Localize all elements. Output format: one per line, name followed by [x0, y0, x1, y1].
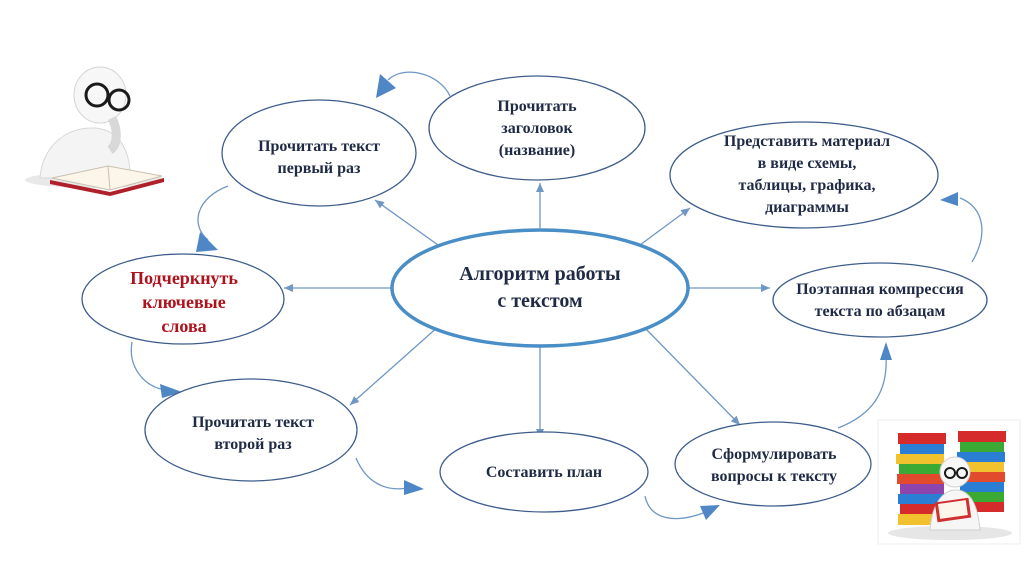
read-second-line-1: Прочитать текст: [192, 414, 314, 431]
underline-line-1: Подчеркнуть: [130, 268, 238, 288]
arrowhead-7: [940, 192, 958, 206]
node-read-title: [428, 75, 646, 181]
node-center: [390, 228, 690, 348]
underline-line-3: слова: [161, 316, 207, 336]
questions-label: Сформулировать вопросы к тексту: [684, 442, 864, 490]
curve-questions-to-compress: [837, 355, 887, 429]
arrowhead-4: [404, 480, 424, 495]
questions-line-1: Сформулировать: [711, 446, 837, 463]
underline-line-2: ключевые: [142, 292, 226, 312]
left-book-stack: [896, 433, 946, 525]
curve-underline-to-second: [130, 341, 166, 391]
center-line-1: Алгоритм работы: [459, 263, 621, 285]
plan-label: Составить план: [454, 460, 634, 486]
books-stack-reader-icon: [877, 419, 1021, 545]
arrowhead-3: [160, 384, 182, 398]
compress-label: Поэтапная компрессия текста по абзацам: [772, 278, 988, 324]
curve-first-to-underline: [197, 185, 229, 241]
arrowhead-1: [376, 74, 396, 98]
cycle-arrows: [130, 71, 983, 520]
present-line-2: в виде схемы,: [757, 155, 857, 172]
present-line-3: таблицы, графика,: [738, 177, 876, 194]
node-underline: [81, 253, 285, 345]
node-read-second: [144, 378, 358, 482]
node-questions: [674, 421, 872, 507]
curve-compress-to-present: [959, 197, 983, 263]
questions-line-2: вопросы к тексту: [711, 468, 837, 485]
plan-line-1: Составить план: [485, 464, 603, 481]
compress-line-2: текста по абзацам: [814, 303, 946, 320]
compress-line-1: Поэтапная компрессия: [796, 281, 964, 298]
radial-arrows: [284, 183, 770, 438]
node-present: [669, 121, 939, 229]
right-book-stack: [957, 431, 1006, 512]
present-label: Представить материал в виде схемы, табли…: [684, 128, 930, 222]
read-second-label: Прочитать текст второй раз: [158, 410, 348, 458]
read-first-line-1: Прочитать текст: [258, 138, 380, 155]
node-plan: [439, 431, 649, 513]
read-title-line-1: Прочитать: [497, 98, 577, 115]
center-label: Алгоритм работы с текстом: [400, 260, 680, 316]
arrow-to-questions: [644, 327, 741, 426]
present-line-1: Представить материал: [723, 133, 891, 150]
read-first-line-2: первый раз: [277, 160, 361, 177]
node-read-first: [221, 99, 417, 207]
curve-plan-to-questions: [644, 495, 707, 520]
read-first-label: Прочитать текст первый раз: [229, 134, 409, 182]
present-line-4: диаграммы: [765, 199, 849, 216]
reading-person-icon: [25, 66, 165, 196]
read-title-line-3: (название): [498, 142, 576, 159]
read-title-label: Прочитать заголовок (название): [437, 93, 637, 165]
underline-label: Подчеркнуть ключевые слова: [96, 264, 272, 340]
node-compress: [772, 262, 988, 338]
read-title-line-2: заголовок: [501, 120, 573, 137]
center-line-2: с текстом: [497, 290, 583, 312]
small-reader: [929, 456, 981, 531]
curve-title-to-first: [387, 71, 451, 97]
arrow-to-present: [639, 207, 691, 246]
read-second-line-2: второй раз: [214, 436, 292, 453]
arrow-to-read-first: [374, 199, 439, 246]
arrow-to-read-second: [349, 324, 441, 406]
ellipses: [81, 75, 988, 513]
arrowhead-5: [700, 505, 720, 520]
arrowhead-6: [880, 342, 892, 360]
curve-second-to-plan: [355, 457, 409, 490]
arrowhead-2: [196, 232, 218, 252]
cycle-arrowheads: [160, 74, 958, 520]
